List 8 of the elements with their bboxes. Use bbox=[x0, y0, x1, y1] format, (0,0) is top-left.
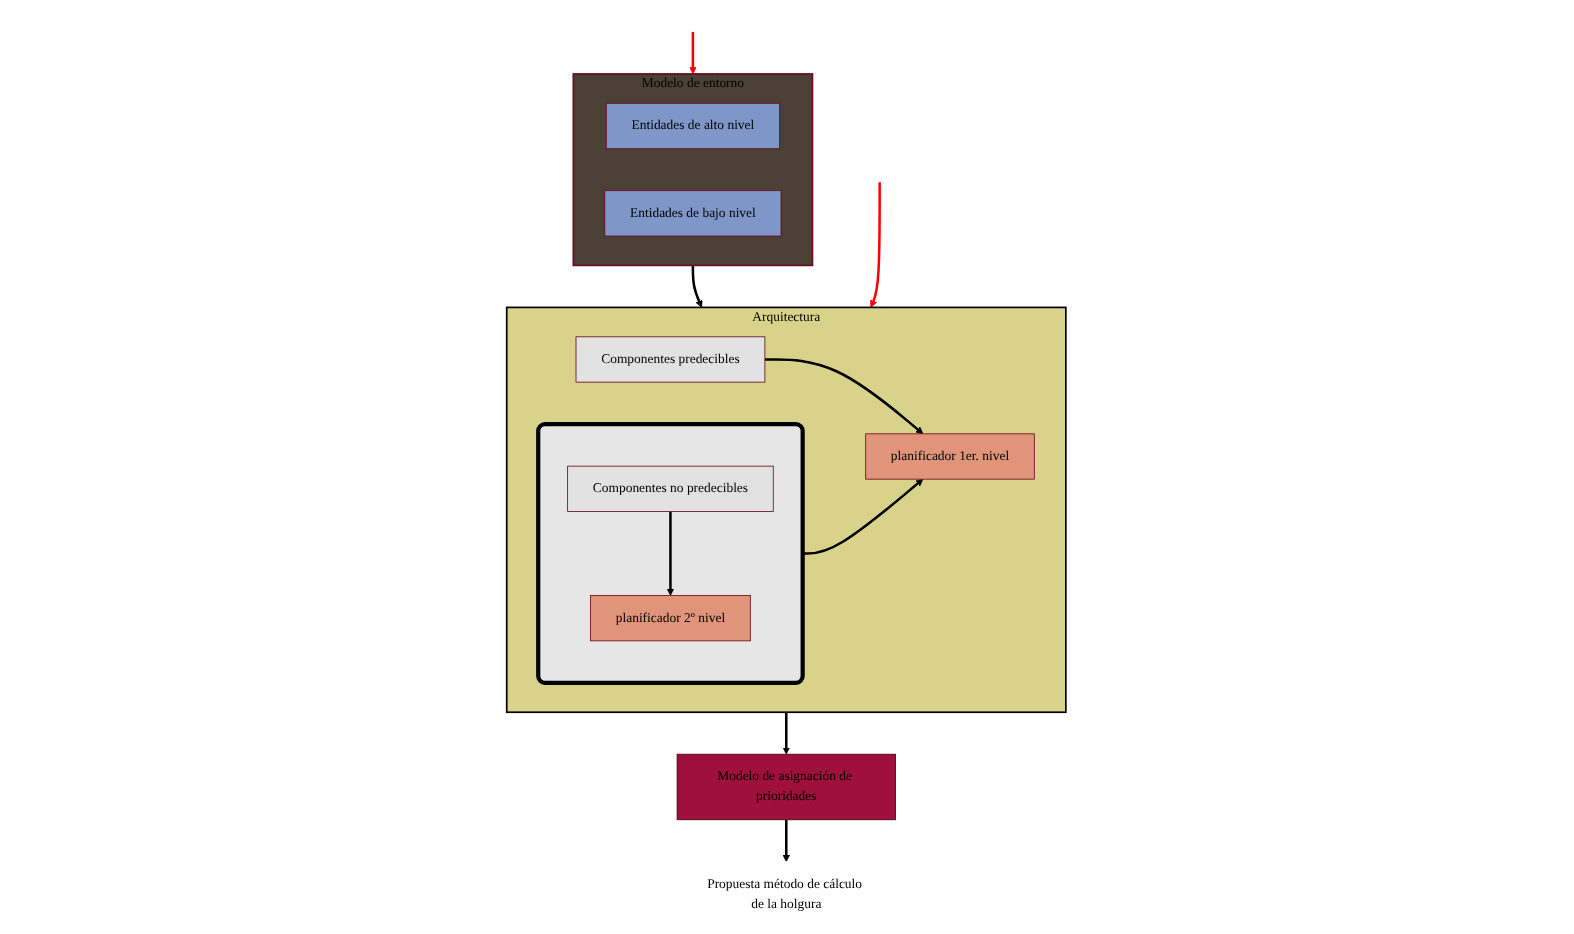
arrow bbox=[783, 819, 791, 863]
arrow bbox=[803, 478, 924, 555]
arrow bbox=[667, 511, 675, 596]
arrow bbox=[765, 358, 924, 435]
arrow bbox=[692, 265, 704, 308]
arrow bbox=[870, 182, 882, 308]
arrow bbox=[783, 712, 791, 755]
arrow bbox=[689, 31, 698, 75]
